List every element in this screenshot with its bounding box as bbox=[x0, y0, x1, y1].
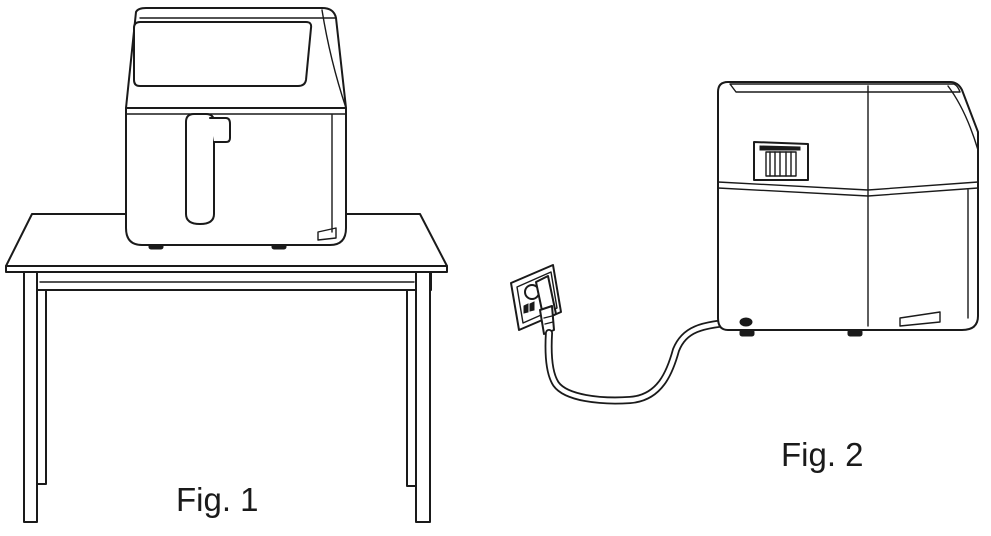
power-cord bbox=[544, 318, 744, 405]
figure-1 bbox=[5, 7, 448, 523]
air-fryer-rear bbox=[717, 81, 979, 337]
air-fryer-front bbox=[125, 7, 347, 250]
figure-1-caption: Fig. 1 bbox=[176, 481, 259, 518]
table bbox=[5, 213, 448, 523]
figure-2-caption: Fig. 2 bbox=[781, 436, 864, 473]
power-plug bbox=[535, 275, 557, 335]
figure-2 bbox=[510, 81, 979, 405]
